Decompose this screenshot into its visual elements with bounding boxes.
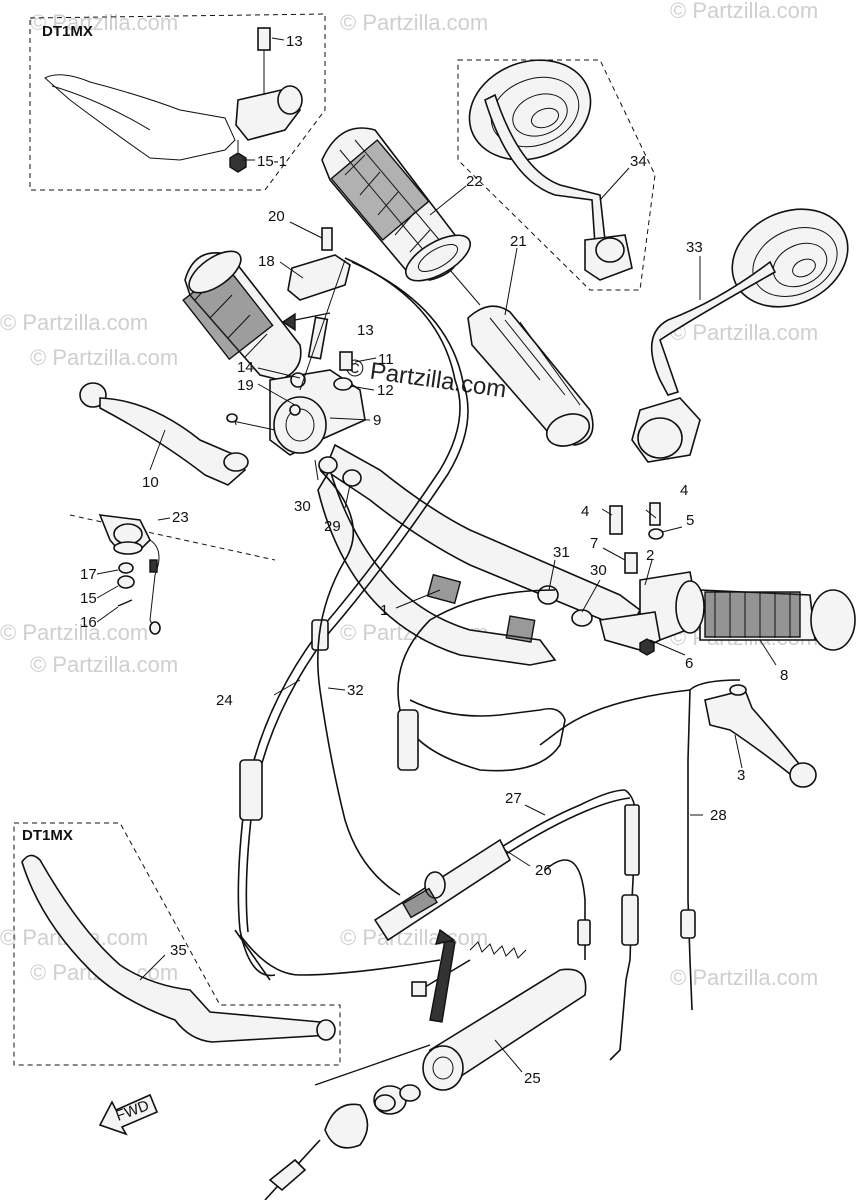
callout-17: 17 — [80, 566, 97, 583]
callout-19: 19 — [237, 377, 254, 394]
watermarks: © Partzilla.com © Partzilla.com © Partzi… — [0, 0, 818, 990]
callout-1: 1 — [380, 602, 388, 619]
watermark-text: © Partzilla.com — [670, 965, 818, 990]
watermark-center-text: © Partzilla.com — [344, 354, 508, 403]
grip-22 — [321, 127, 481, 306]
watermark-text: © Partzilla.com — [30, 10, 178, 35]
callout-10: 10 — [142, 474, 159, 491]
watermark-text: © Partzilla.com — [0, 620, 148, 645]
mirror-33 — [631, 208, 849, 463]
callout-15-1: 15-1 — [257, 153, 287, 170]
watermark-text: © Partzilla.com — [670, 0, 818, 23]
leader-lines — [96, 37, 777, 1073]
throttle-sleeve-21 — [467, 305, 594, 447]
callout-5: 5 — [686, 512, 694, 529]
callout-13: 13 — [357, 322, 374, 339]
callout-28: 28 — [710, 807, 727, 824]
callout-29: 29 — [324, 518, 341, 535]
fwd-arrow: FWD — [98, 1093, 159, 1136]
callout-32: 32 — [347, 682, 364, 699]
callout-12: 12 — [377, 382, 394, 399]
variant-tag: DT1MX — [22, 827, 73, 844]
carb-cable-end-25 — [264, 968, 587, 1200]
watermark-text: © Partzilla.com — [670, 320, 818, 345]
callout-24: 24 — [216, 692, 233, 709]
mirror-34 — [457, 59, 656, 291]
callout-26: 26 — [535, 862, 552, 879]
switch-23 — [69, 514, 276, 635]
watermark-text: © Partzilla.com — [340, 10, 488, 35]
dt1mx-handlebar-inset: DT1MX — [13, 822, 341, 1066]
dt1mx-lever-holder-inset: DT1MX — [29, 13, 326, 191]
callout-11: 11 — [378, 351, 394, 368]
throttle-assembly — [599, 502, 856, 656]
callout-6: 6 — [685, 655, 693, 672]
callout-27: 27 — [505, 790, 522, 807]
callout-14: 14 — [237, 359, 254, 376]
callout-30: 30 — [590, 562, 607, 579]
callout-13: 13 — [286, 33, 303, 50]
callout-3: 3 — [737, 767, 745, 784]
callout-18: 18 — [258, 253, 275, 270]
callout-33: 33 — [686, 239, 703, 256]
callout-25: 25 — [524, 1070, 541, 1087]
callout-4: 4 — [680, 482, 688, 499]
left-grip — [182, 250, 331, 381]
watermark-text: © Partzilla.com — [0, 310, 148, 335]
cables — [234, 257, 741, 1061]
clutch-lever-10 — [79, 382, 276, 486]
callout-2: 2 — [646, 547, 654, 564]
callout-22: 22 — [466, 173, 483, 190]
variant-tag: DT1MX — [42, 23, 93, 40]
watermark-text: © Partzilla.com — [30, 652, 178, 677]
watermark-text: © Partzilla.com — [340, 925, 488, 950]
callout-9: 9 — [373, 412, 381, 429]
callout-16: 16 — [80, 614, 97, 631]
callout-8: 8 — [780, 667, 788, 684]
callout-numbers: 13 15-1 20 18 13 14 19 11 12 9 10 23 17 … — [80, 33, 788, 1087]
callout-4: 4 — [581, 503, 589, 520]
watermark-text: © Partzilla.com — [30, 345, 178, 370]
clutch-lever-holder — [269, 227, 366, 456]
front-brake-lever-3 — [704, 684, 817, 788]
callout-20: 20 — [268, 208, 285, 225]
callout-21: 21 — [510, 233, 527, 250]
callout-34: 34 — [630, 153, 647, 170]
callout-15: 15 — [80, 590, 97, 607]
callout-7: 7 — [590, 535, 598, 552]
callout-23: 23 — [172, 509, 189, 526]
callout-31: 31 — [553, 544, 570, 561]
callout-35: 35 — [170, 942, 187, 959]
callout-30: 30 — [294, 498, 311, 515]
